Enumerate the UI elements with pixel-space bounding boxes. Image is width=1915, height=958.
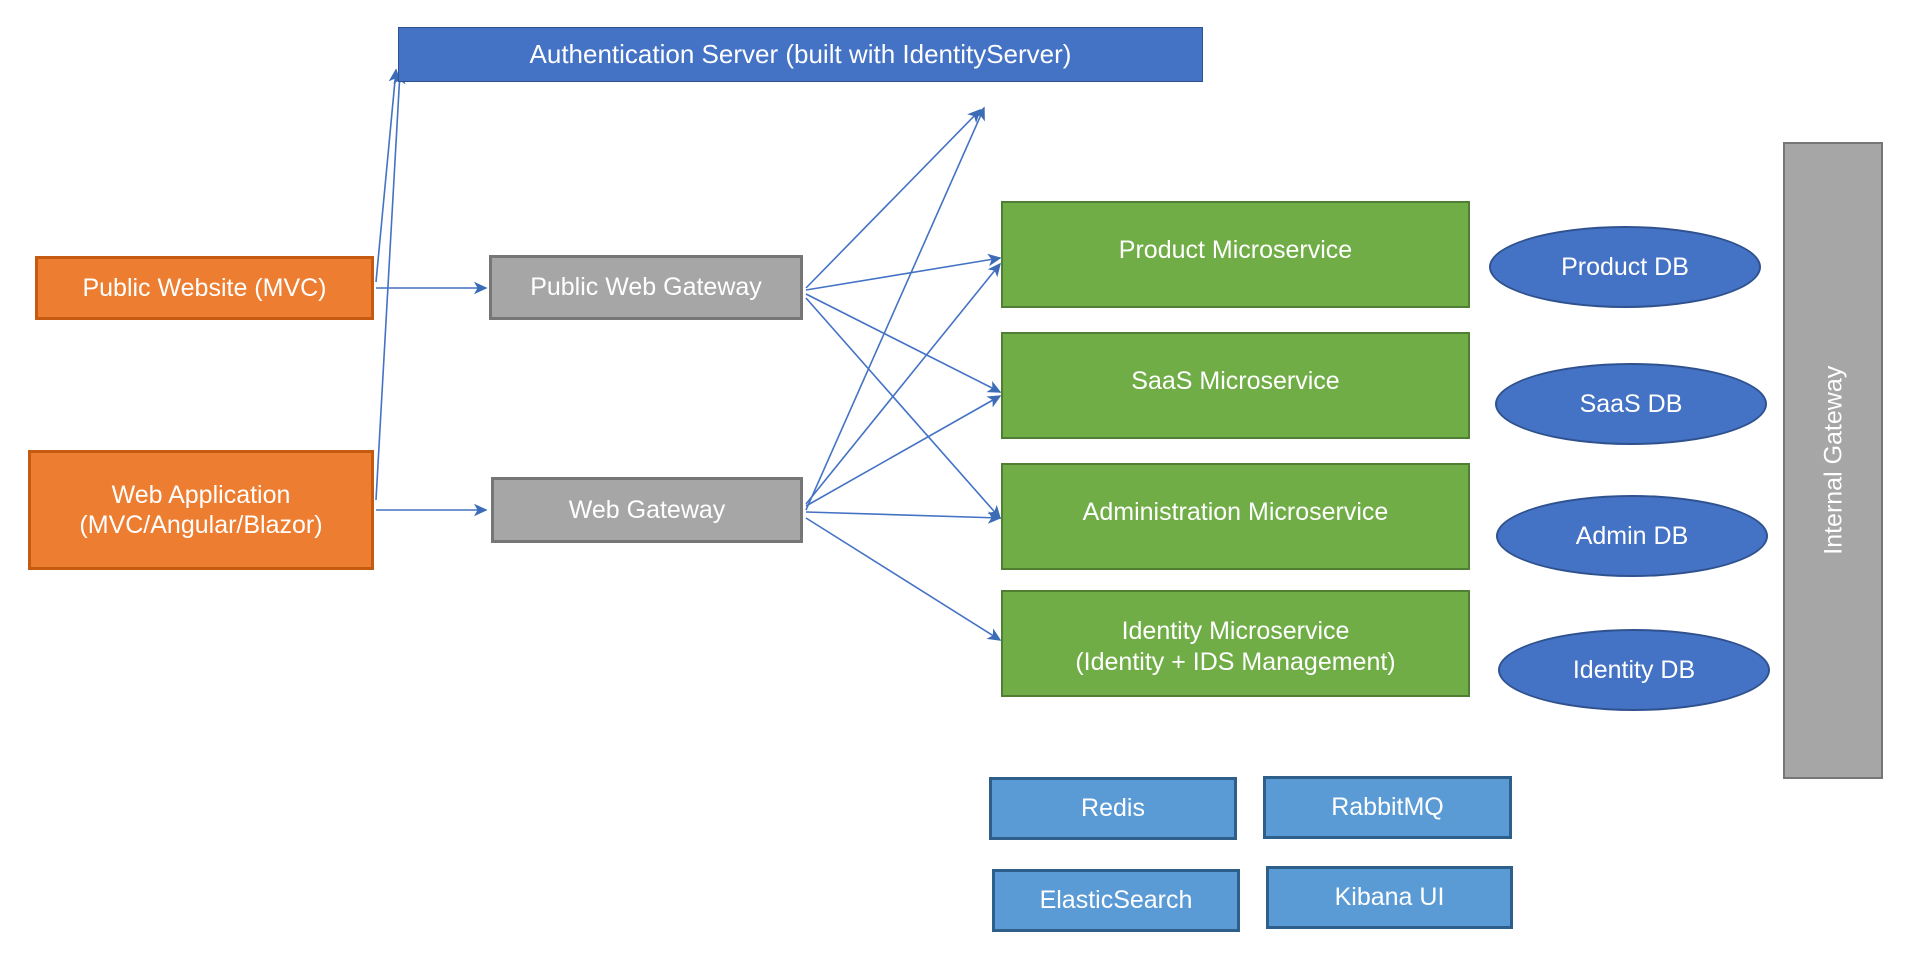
saas-microservice-label: SaaS Microservice	[1131, 367, 1340, 395]
arrow-public-web-gateway-to-saas-microservice	[805, 293, 1002, 393]
public-website-label: Public Website (MVC)	[82, 273, 327, 302]
arrow-public-website-to-auth	[375, 68, 402, 283]
identity-db-label: Identity DB	[1572, 655, 1696, 684]
redis-label: Redis	[1081, 794, 1145, 823]
identity-db-node[interactable]: Identity DB	[1498, 629, 1770, 711]
internal-gateway-node[interactable]: Internal Gateway	[1783, 142, 1883, 779]
auth-server-label: Authentication Server (built with Identi…	[529, 38, 1072, 69]
arrow-web-gateway-to-saas-microservice	[805, 395, 1002, 507]
product-microservice-label: Product Microservice	[1118, 236, 1353, 264]
public-website-node[interactable]: Public Website (MVC)	[35, 256, 374, 320]
arrow-public-web-gateway-to-product-microservice	[805, 253, 1002, 291]
elasticsearch-label: ElasticSearch	[1039, 886, 1193, 915]
web-gateway-node[interactable]: Web Gateway	[491, 477, 803, 543]
product-db-label: Product DB	[1561, 252, 1689, 281]
administration-microservice-label: Administration Microservice	[1082, 498, 1389, 526]
auth-server-node[interactable]: Authentication Server (built with Identi…	[398, 27, 1203, 82]
admin-db-node[interactable]: Admin DB	[1496, 495, 1768, 577]
admin-db-label: Admin DB	[1575, 521, 1689, 550]
arrow-web-gateway-to-identity-microservice	[805, 517, 1002, 641]
administration-microservice-node[interactable]: Administration Microservice	[1001, 463, 1470, 570]
arrow-web-application-to-auth	[375, 70, 406, 501]
arrow-public-web-gateway-to-auth	[805, 108, 982, 289]
identity-microservice-label: Identity Microservice (Identity + IDS Ma…	[1075, 617, 1396, 676]
arrow-web-gateway-to-product-microservice	[805, 262, 1002, 505]
web-application-node[interactable]: Web Application (MVC/Angular/Blazor)	[28, 450, 374, 570]
rabbitmq-label: RabbitMQ	[1331, 793, 1444, 822]
product-db-node[interactable]: Product DB	[1489, 226, 1761, 308]
arrow-public-web-gateway-to-administration-microservice	[805, 297, 1002, 520]
public-web-gateway-label: Public Web Gateway	[530, 273, 762, 302]
product-microservice-node[interactable]: Product Microservice	[1001, 201, 1470, 308]
elasticsearch-node[interactable]: ElasticSearch	[992, 869, 1240, 932]
kibana-ui-label: Kibana UI	[1334, 883, 1445, 912]
web-application-label: Web Application (MVC/Angular/Blazor)	[79, 480, 323, 540]
internal-gateway-label: Internal Gateway	[1818, 366, 1847, 555]
rabbitmq-node[interactable]: RabbitMQ	[1263, 776, 1512, 839]
saas-microservice-node[interactable]: SaaS Microservice	[1001, 332, 1470, 439]
saas-db-node[interactable]: SaaS DB	[1495, 363, 1767, 445]
web-gateway-label: Web Gateway	[568, 495, 726, 524]
arrow-web-gateway-to-administration-microservice	[805, 511, 1002, 524]
kibana-ui-node[interactable]: Kibana UI	[1266, 866, 1513, 929]
saas-db-label: SaaS DB	[1579, 389, 1683, 418]
public-web-gateway-node[interactable]: Public Web Gateway	[489, 255, 803, 320]
identity-microservice-node[interactable]: Identity Microservice (Identity + IDS Ma…	[1001, 590, 1470, 697]
redis-node[interactable]: Redis	[989, 777, 1237, 840]
arrow-web-gateway-to-auth	[805, 106, 985, 511]
